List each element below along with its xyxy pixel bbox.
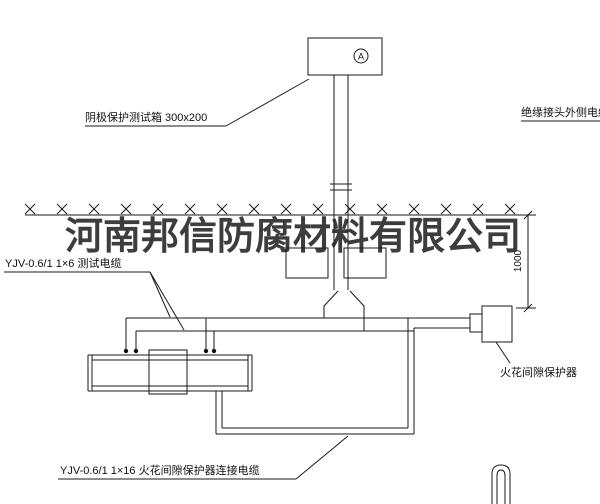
connection-dot (211, 348, 217, 354)
svg-text:火花间隙保护器: 火花间隙保护器 (500, 365, 577, 379)
watermark: 河南邦信防腐材料有限公司 (65, 216, 521, 258)
ground-hatch-marks (24, 203, 516, 215)
dimension-value: 1000 (513, 249, 524, 272)
label-test-box: 阴极保护测试箱 300x200 (85, 78, 310, 127)
label-insulation-cable: 绝缘接头外侧电缆 (521, 105, 600, 122)
protector-cable-route (215, 318, 470, 435)
foundation-right (343, 247, 387, 279)
device-circle-a (353, 48, 369, 64)
svg-text:阴极保护测试箱 300x200: 阴极保护测试箱 300x200 (85, 110, 207, 124)
connection-dot (203, 348, 209, 354)
device-letter: A (358, 52, 364, 62)
label-test-cable: YJV-0.6/1 1×6 测试电缆 (4, 257, 185, 331)
spark-gap-protector (469, 305, 513, 343)
label-spark-gap: 火花间隙保护器 (495, 341, 577, 379)
foundation-left (285, 247, 329, 279)
pipe-riser-symbol (491, 464, 511, 504)
connection-dot (123, 348, 129, 354)
svg-text:YJV-0.6/1 1×6 测试电缆: YJV-0.6/1 1×6 测试电缆 (5, 257, 121, 270)
connection-dot (133, 348, 139, 354)
label-connection-cable: YJV-0.6/1 1×16 火花间隙保护器连接电缆 (58, 435, 349, 480)
test-box: A (307, 37, 383, 76)
cable-runs (123, 317, 470, 354)
pipeline (87, 349, 253, 395)
test-cables (323, 290, 365, 331)
svg-text:绝缘接头外侧电缆: 绝缘接头外侧电缆 (521, 105, 600, 119)
riser-post (330, 75, 352, 290)
insulating-joint (148, 349, 188, 395)
svg-text:YJV-0.6/1 1×16 火花间隙保护器连接电缆: YJV-0.6/1 1×16 火花间隙保护器连接电缆 (60, 463, 260, 477)
dimension-1000: 1000 (513, 210, 536, 313)
